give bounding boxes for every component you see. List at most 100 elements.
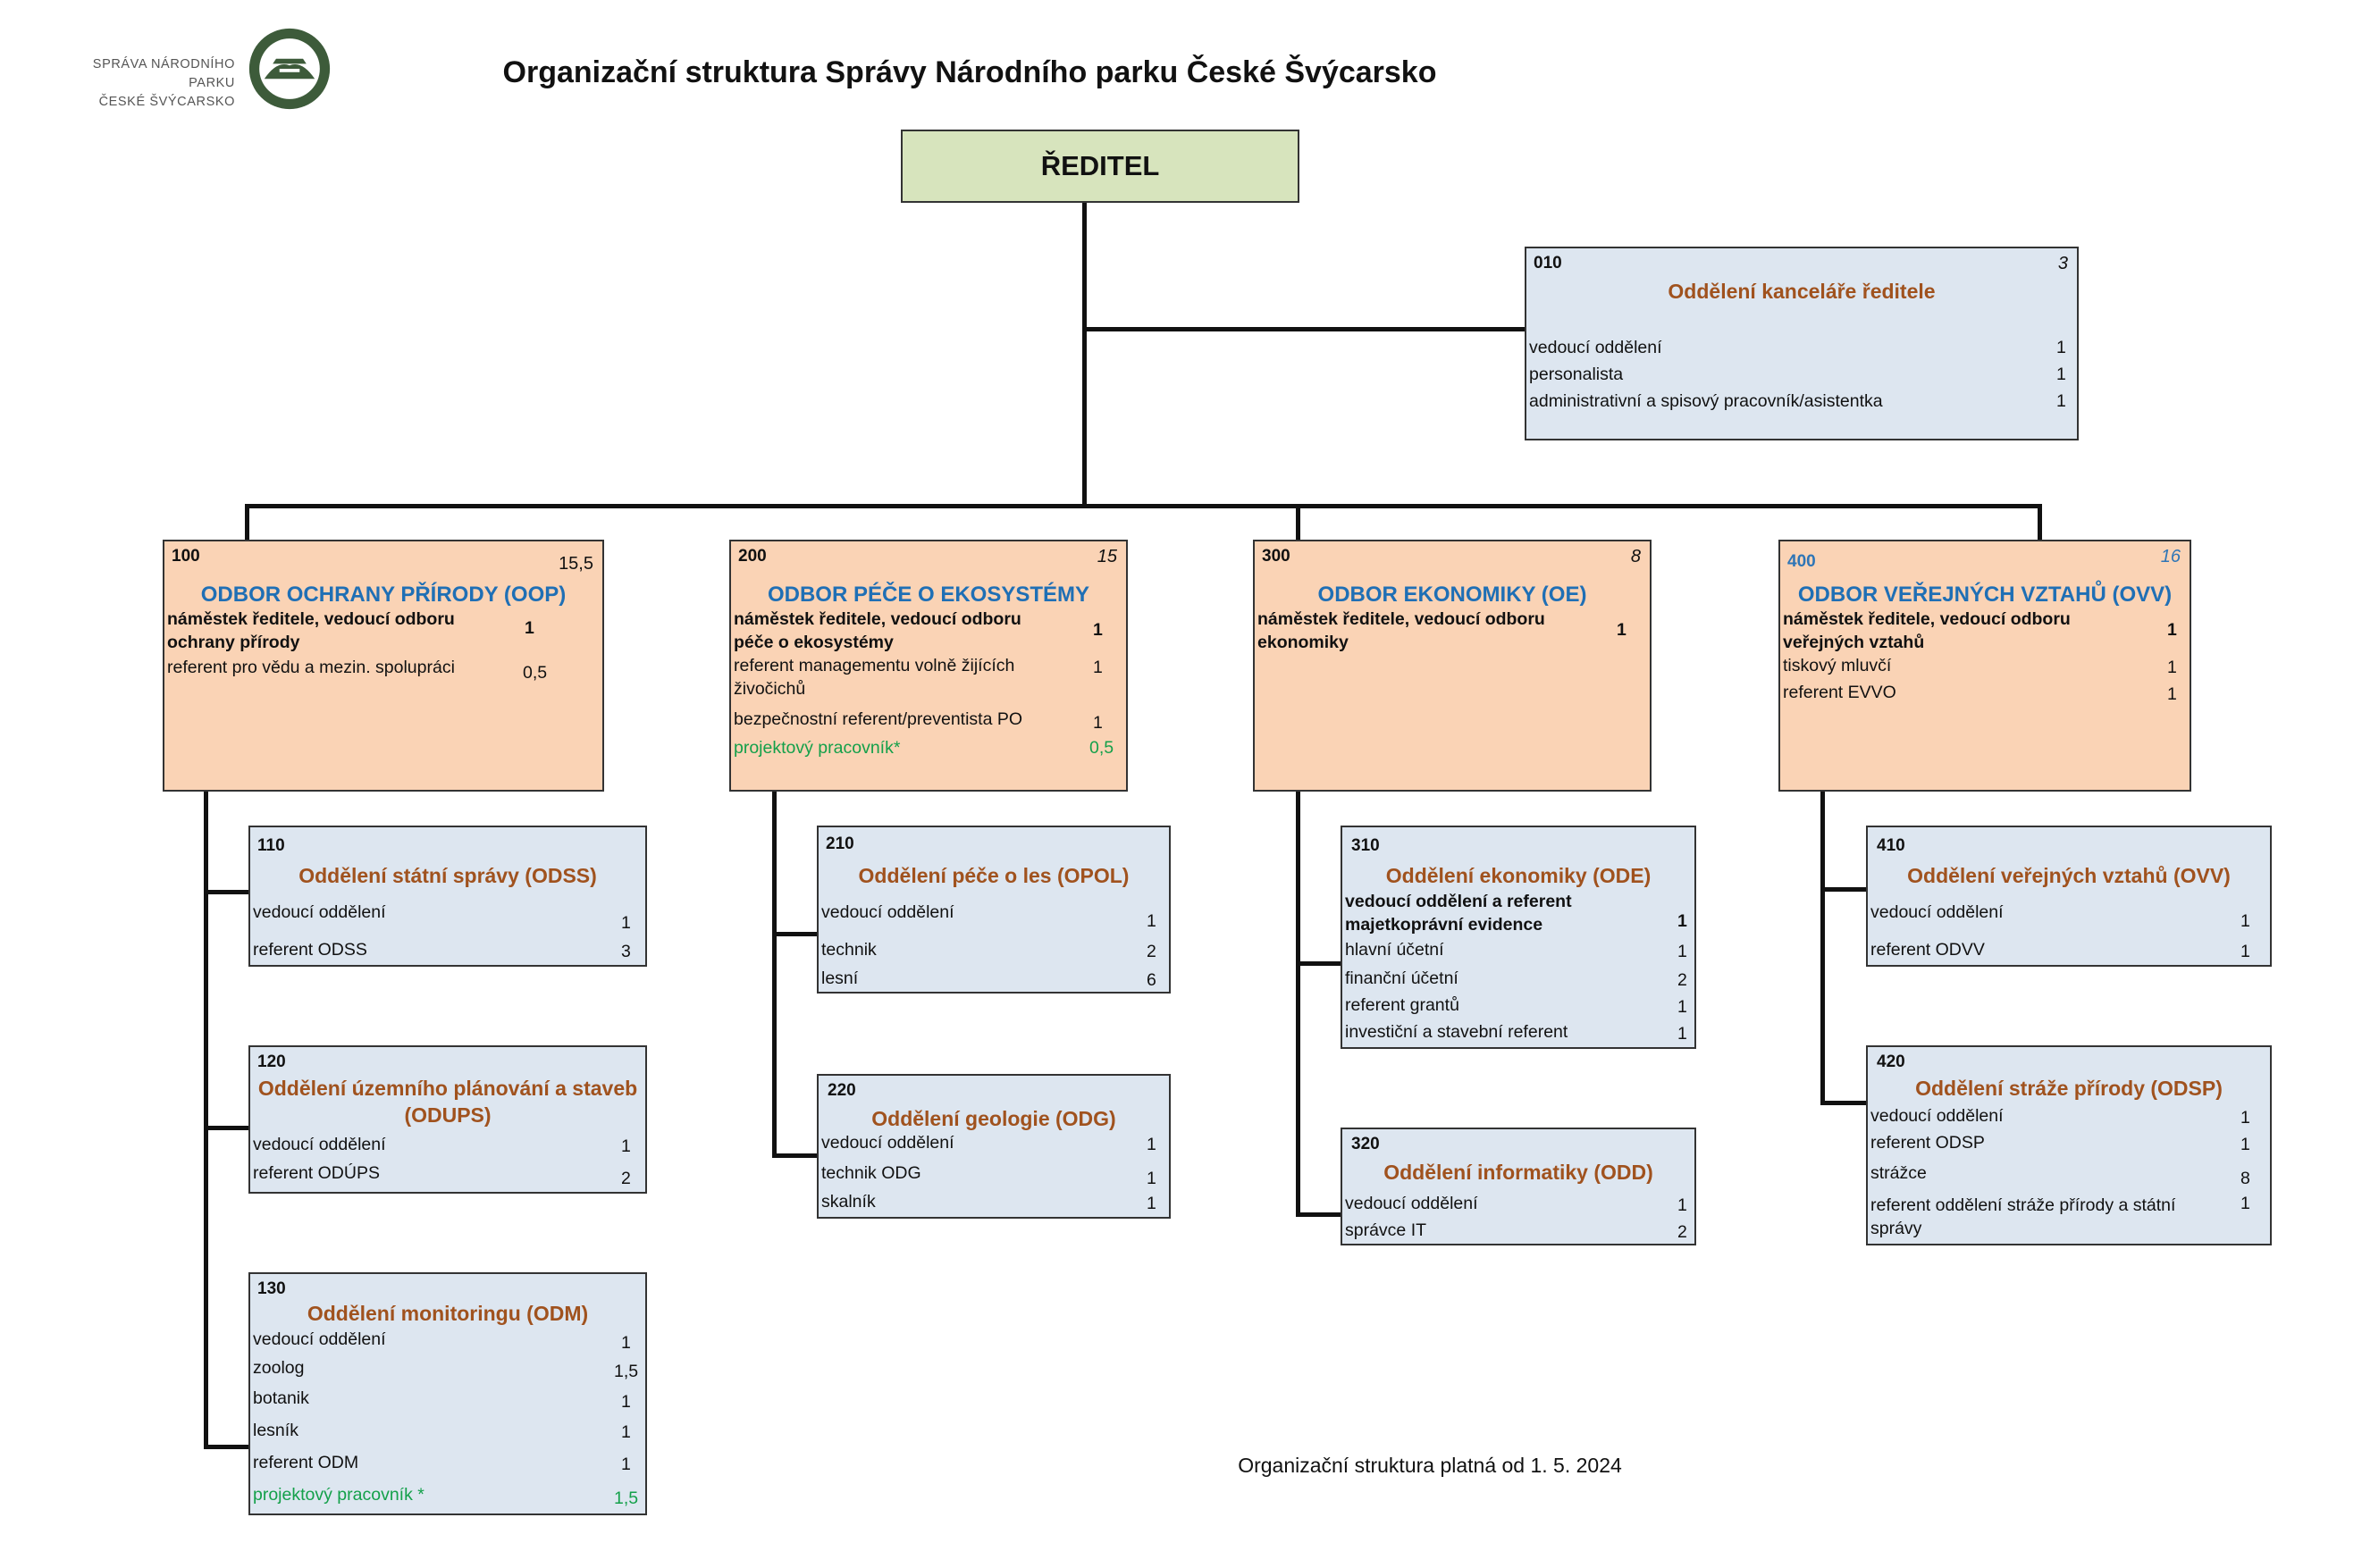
connector (1820, 788, 1825, 1105)
dept-box-110: 110 Oddělení státní správy (ODSS) vedouc… (248, 826, 647, 967)
staff-label: referent ODÚPS (253, 1163, 380, 1183)
dept-title: Oddělení veřejných vztahů (OVV) (1868, 863, 2270, 890)
dept-code: 220 (828, 1081, 856, 1100)
staff-count: 1 (1147, 1135, 1156, 1154)
staff-label: vedoucí oddělení (253, 902, 386, 922)
staff-count: 1 (2056, 338, 2066, 357)
staff-label: botanik (253, 1388, 309, 1408)
odbor-title: ODBOR OCHRANY PŘÍRODY (OOP) (200, 583, 567, 607)
staff-count: 1 (2167, 620, 2177, 640)
staff-count: 2 (1677, 970, 1687, 990)
validity-note: Organizační struktura platná od 1. 5. 20… (1238, 1454, 1622, 1477)
staff-count: 1 (1677, 1195, 1687, 1215)
staff-count: 1 (621, 1455, 631, 1474)
staff-count: 1 (621, 1392, 631, 1412)
staff-label: vedoucí oddělení (253, 1329, 386, 1349)
staff-count: 1 (1093, 620, 1103, 640)
staff-label: skalník (821, 1192, 876, 1212)
staff-count: 1,5 (614, 1362, 639, 1381)
staff-count: 2 (1677, 1222, 1687, 1242)
dept-title: Oddělení státní správy (ODSS) (250, 863, 645, 890)
connector (1082, 202, 1087, 507)
staff-count: 1 (1147, 911, 1156, 931)
staff-label: technik (821, 940, 877, 960)
staff-count: 1 (621, 1333, 631, 1353)
staff-label: projektový pracovník* (734, 738, 901, 758)
staff-label: vedoucí oddělení (253, 1135, 386, 1154)
headcount: 16 (2160, 547, 2181, 566)
director-label: ŘEDITEL (1040, 150, 1160, 181)
staff-count: 1 (2167, 684, 2177, 704)
connector (1296, 1212, 1341, 1217)
staff-count: 0,5 (1089, 738, 1114, 758)
dept-box-220: 220 Oddělení geologie (ODG) vedoucí oddě… (817, 1074, 1171, 1219)
page-title: Organizační struktura Správy Národního p… (502, 55, 1437, 89)
staff-label: referent ODSS (253, 940, 367, 960)
odbor-code: 200 (738, 547, 767, 566)
director-box: ŘEDITEL (901, 130, 1299, 203)
staff-count: 1 (2056, 391, 2066, 411)
odbor-box-100: 100 15,5 ODBOR OCHRANY PŘÍRODY (OOP) nám… (163, 540, 604, 792)
dept-box-130: 130 Oddělení monitoringu (ODM) vedoucí o… (248, 1272, 647, 1515)
dept-code: 130 (257, 1279, 286, 1298)
odbor-box-300: 300 8 ODBOR EKONOMIKY (OE) náměstek ředi… (1253, 540, 1652, 792)
connector (772, 788, 777, 1158)
staff-label: vedoucí oddělení (1870, 1106, 2004, 1126)
staff-label: vedoucí oddělení (821, 902, 954, 922)
staff-label: tiskový mluvčí (1783, 656, 1892, 675)
odbor-title: ODBOR VEŘEJNÝCH VZTAHŮ (OVV) (1797, 583, 2173, 607)
staff-label: personalista (1529, 365, 1624, 384)
dept-title: Oddělení geologie (ODG) (819, 1106, 1169, 1133)
odbor-code: 100 (172, 547, 200, 566)
dept-box-310: 310 Oddělení ekonomiky (ODE) vedoucí odd… (1341, 826, 1696, 1049)
staff-count: 1 (2240, 911, 2250, 931)
connector (204, 890, 249, 894)
odbor-box-400: 400 16 ODBOR VEŘEJNÝCH VZTAHŮ (OVV) námě… (1778, 540, 2191, 792)
headcount: 3 (2057, 254, 2068, 273)
connector (1296, 961, 1341, 966)
staff-label: lesní (821, 968, 859, 988)
connector (245, 504, 249, 540)
staff-label: referent EVVO (1783, 683, 1896, 702)
connector (772, 1153, 818, 1158)
staff-label: referent ODVV (1870, 940, 1985, 960)
staff-label: technik ODG (821, 1163, 921, 1183)
odbor-title: ODBOR PÉČE O EKOSYSTÉMY (767, 583, 1090, 607)
connector (1082, 327, 1527, 331)
staff-count: 1 (621, 1422, 631, 1442)
staff-label: vedoucí oddělení a referent majetkoprávn… (1345, 892, 1572, 935)
staff-count: 0,5 (523, 663, 548, 683)
connector (2038, 504, 2042, 540)
dept-title: Oddělení informatiky (ODD) (1342, 1160, 1694, 1186)
staff-label: náměstek ředitele, vedoucí odboru péče o… (734, 609, 1021, 652)
staff-count: 2 (1147, 942, 1156, 961)
dept-title: Oddělení územního plánování a staveb (OD… (250, 1076, 645, 1129)
dept-code: 410 (1877, 836, 1905, 855)
logo-line-2: ČESKÉ ŠVÝCARSKO (98, 95, 235, 109)
staff-count: 1 (1617, 620, 1627, 640)
connector (772, 932, 818, 936)
staff-count: 8 (2240, 1169, 2250, 1188)
staff-count: 1 (1677, 997, 1687, 1017)
headcount: 8 (1630, 547, 1641, 566)
odbor-code: 400 (1787, 552, 1816, 571)
staff-count: 1 (1677, 911, 1687, 931)
odbor-box-200: 200 15 ODBOR PÉČE O EKOSYSTÉMY náměstek … (729, 540, 1128, 792)
dept-title: Oddělení stráže přírody (ODSP) (1868, 1076, 2270, 1103)
staff-count: 1 (2240, 1108, 2250, 1128)
staff-count: 1 (1147, 1194, 1156, 1213)
connector (245, 504, 2042, 508)
staff-count: 1 (1677, 1024, 1687, 1044)
staff-label: náměstek ředitele, vedoucí odboru ochran… (167, 609, 455, 652)
staff-count: 3 (621, 942, 631, 961)
dept-box-420: 420 Oddělení stráže přírody (ODSP) vedou… (1866, 1045, 2272, 1245)
staff-count: 1 (1093, 713, 1103, 733)
connector (1296, 788, 1300, 1217)
staff-label: finanční účetní (1345, 968, 1458, 988)
odbor-title: ODBOR EKONOMIKY (OE) (1317, 583, 1587, 607)
staff-label: náměstek ředitele, vedoucí odboru ekonom… (1257, 609, 1545, 652)
dept-box-410: 410 Oddělení veřejných vztahů (OVV) vedo… (1866, 826, 2272, 967)
logo-text: SPRÁVA NÁRODNÍHO PARKU ČESKÉ ŠVÝCARSKO (49, 55, 235, 112)
connector (204, 1126, 249, 1130)
dept-code: 110 (257, 836, 285, 855)
